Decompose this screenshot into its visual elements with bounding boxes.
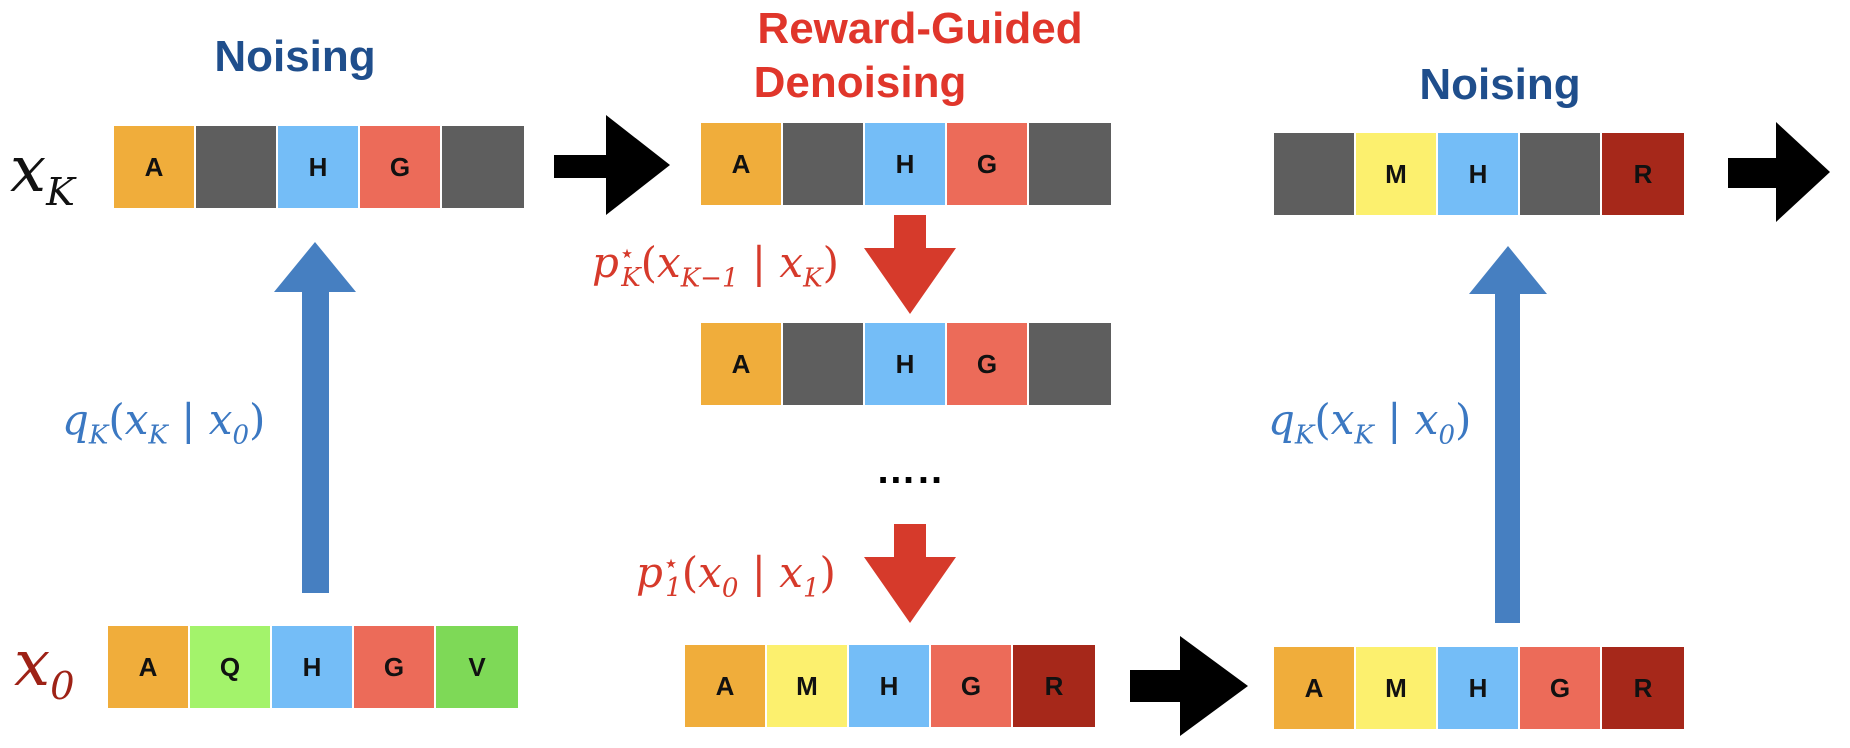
token-cell: A	[685, 645, 767, 727]
label-q-left: qK(xK | x0)	[62, 395, 266, 451]
token-cell: H	[1438, 133, 1520, 215]
token-cell: G	[360, 126, 442, 208]
token-cell: H	[272, 626, 354, 708]
arrow-right-3	[1130, 636, 1248, 736]
heading-noising-left: Noising	[214, 32, 376, 81]
masked-token-cell	[1029, 123, 1111, 205]
xK-label: xK	[10, 133, 75, 215]
arrow-down-1	[864, 215, 956, 314]
token-cell: A	[108, 626, 190, 708]
token-cell: G	[1520, 647, 1602, 729]
token-cell: M	[1356, 133, 1438, 215]
ellipsis: …..	[875, 448, 945, 492]
token-cell: R	[1602, 647, 1684, 729]
masked-token-cell	[1029, 323, 1111, 405]
masked-token-cell	[442, 126, 524, 208]
heading-reward-guided: Reward-Guided	[757, 4, 1083, 53]
token-cell: M	[767, 645, 849, 727]
arrow-down-2	[864, 524, 956, 623]
token-cell: H	[278, 126, 360, 208]
label-q-right: qK(xK | x0)	[1268, 395, 1472, 451]
token-cell: A	[1274, 647, 1356, 729]
token-cell: G	[947, 323, 1029, 405]
x0-label: x0	[14, 627, 75, 709]
token-cell: G	[354, 626, 436, 708]
token-cell: G	[931, 645, 1013, 727]
arrow-up-left	[274, 242, 356, 593]
token-cell: A	[701, 323, 783, 405]
heading-noising-right: Noising	[1419, 60, 1581, 109]
masked-token-cell	[783, 123, 865, 205]
token-cell: H	[1438, 647, 1520, 729]
arrow-right-2	[1728, 122, 1830, 222]
token-cell: Q	[190, 626, 272, 708]
token-cell: V	[436, 626, 518, 708]
arrow-right-1	[554, 115, 670, 215]
masked-token-cell	[1520, 133, 1602, 215]
token-cell: H	[865, 123, 947, 205]
token-cell: R	[1602, 133, 1684, 215]
arrow-up-right	[1469, 246, 1547, 623]
masked-token-cell	[196, 126, 278, 208]
label-pK: p⋆K(xK−1 | xK)	[592, 238, 839, 294]
masked-token-cell	[783, 323, 865, 405]
token-cell: A	[114, 126, 196, 208]
heading-denoising: Denoising	[753, 58, 967, 107]
token-cell: H	[865, 323, 947, 405]
token-cell: A	[701, 123, 783, 205]
label-p1: p⋆1(x0 | x1)	[636, 548, 836, 604]
masked-token-cell	[1274, 133, 1356, 215]
token-cell: M	[1356, 647, 1438, 729]
token-cell: H	[849, 645, 931, 727]
token-cell: R	[1013, 645, 1095, 727]
token-cell: G	[947, 123, 1029, 205]
